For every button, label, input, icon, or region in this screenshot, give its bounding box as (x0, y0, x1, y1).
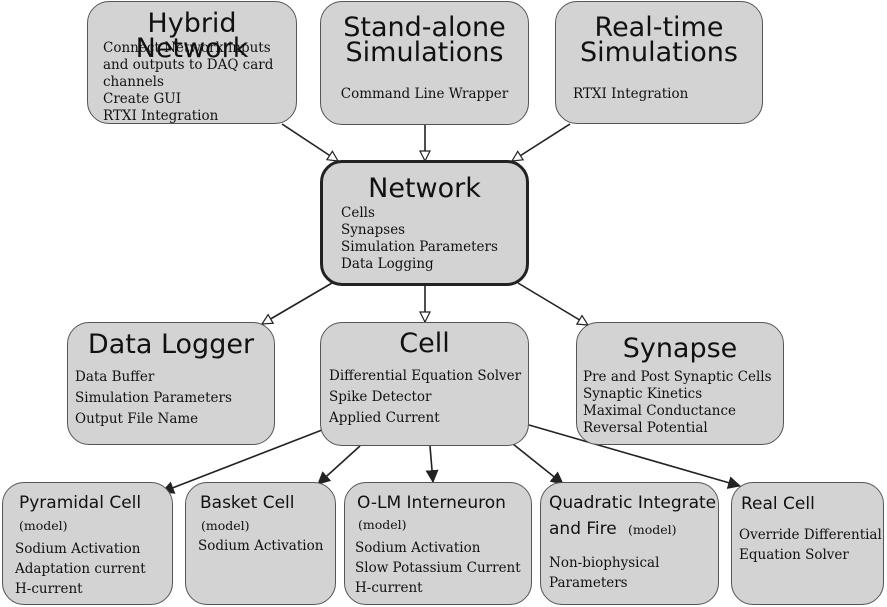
pyramidal-item: Sodium Activation (15, 541, 141, 557)
cell-box: Cell Differential Equation Solver Spike … (320, 322, 529, 446)
realtime-title-line1: Real-time (594, 12, 724, 43)
data-logger-item: Data Buffer (75, 369, 155, 385)
olm-item: Sodium Activation (355, 540, 481, 556)
olm-item: Slow Potassium Current (355, 560, 521, 576)
data-logger-title: Data Logger (87, 329, 255, 360)
arrow-hybrid-to-network (281, 123, 338, 161)
hybrid-network-title: Hybrid Network (135, 8, 249, 64)
network-item: Cells (341, 205, 375, 221)
arrow-cell-to-quadratic (512, 443, 564, 485)
cell-title: Cell (399, 328, 450, 359)
pyramidal-cell-box: Pyramidal Cell (model) Sodium Activation… (2, 482, 173, 605)
arrow-cell-to-pyramidal (160, 429, 323, 494)
synapse-item: Synaptic Kinetics (583, 386, 703, 402)
realtime-title-line2: Simulations (580, 37, 738, 68)
arrow-realtime-to-network (512, 123, 571, 161)
pyramidal-cell-subtitle: (model) (19, 518, 68, 533)
cell-item: Applied Current (329, 410, 440, 426)
real-cell-title: Real Cell (741, 494, 815, 514)
standalone-item: Command Line Wrapper (340, 86, 509, 102)
data-logger-items: Data Buffer Simulation Parameters Output… (75, 367, 232, 430)
hybrid-item: channels (103, 74, 164, 90)
hybrid-item: Connect Network inputs (103, 40, 271, 56)
data-logger-item: Simulation Parameters (75, 390, 232, 406)
olm-interneuron-items: Sodium Activation Slow Potassium Current… (355, 538, 521, 598)
quadratic-title-line2: and Fire (549, 519, 617, 539)
network-box: Network Cells Synapses Simulation Parame… (320, 160, 529, 286)
real-cell-item: Override Differential (739, 527, 882, 543)
olm-item: H-current (355, 580, 423, 596)
pyramidal-item: Adaptation current (15, 561, 146, 577)
network-item: Simulation Parameters (341, 239, 498, 255)
basket-cell-box: Basket Cell (model) Sodium Activation (185, 482, 336, 605)
pyramidal-cell-title: Pyramidal Cell (19, 493, 142, 513)
hybrid-item: and outputs to DAQ card (103, 57, 274, 73)
data-logger-item: Output File Name (75, 411, 199, 427)
standalone-simulations-box: Stand-alone Simulations Command Line Wra… (320, 1, 529, 125)
quadratic-title-line1: Quadratic Integrate (549, 493, 717, 513)
cell-item: Differential Equation Solver (329, 368, 522, 384)
arrow-cell-to-basket (317, 445, 361, 485)
real-cell-item: Equation Solver (739, 547, 849, 563)
hybrid-network-items: Connect Network inputs and outputs to DA… (103, 40, 273, 125)
cell-items: Differential Equation Solver Spike Detec… (329, 366, 521, 429)
synapse-title: Synapse (622, 333, 738, 364)
arrow-cell-to-real (528, 424, 742, 489)
arrow-network-to-synapse (517, 282, 588, 325)
hybrid-item: RTXI Integration (103, 108, 219, 124)
standalone-title-line2: Simulations (345, 37, 504, 68)
basket-cell-subtitle: (model) (201, 518, 250, 533)
hybrid-item: Create GUI (103, 91, 182, 107)
synapse-item: Pre and Post Synaptic Cells (583, 369, 772, 385)
basket-cell-title: Basket Cell (200, 493, 295, 513)
olm-interneuron-box: O-LM Interneuron (model) Sodium Activati… (344, 482, 532, 605)
network-title: Network (368, 173, 481, 204)
quadratic-integrate-fire-box: Quadratic Integrate and Fire (model) Non… (540, 482, 719, 605)
basket-item: Sodium Activation (198, 538, 324, 554)
standalone-title-line1: Stand-alone (343, 12, 506, 43)
synapse-item: Reversal Potential (583, 420, 708, 436)
hybrid-network-box: Hybrid Network Connect Network inputs an… (87, 1, 297, 124)
pyramidal-cell-items: Sodium Activation Adaptation current H-c… (15, 539, 146, 599)
synapse-items: Pre and Post Synaptic Cells Synaptic Kin… (583, 369, 772, 437)
synapse-box: Synapse Pre and Post Synaptic Cells Syna… (576, 322, 784, 445)
realtime-item: RTXI Integration (573, 86, 689, 102)
realtime-simulations-box: Real-time Simulations RTXI Integration (555, 1, 763, 124)
arrow-cell-to-olm (425, 445, 439, 484)
synapse-item: Maximal Conductance (583, 403, 737, 419)
quadratic-items: Non-biophysical Parameters (549, 553, 659, 593)
basket-cell-items: Sodium Activation (198, 538, 323, 555)
standalone-items: Command Line Wrapper (321, 86, 528, 103)
realtime-items: RTXI Integration (573, 86, 688, 103)
pyramidal-item: H-current (15, 581, 83, 597)
quadratic-item: Parameters (549, 575, 628, 591)
network-items: Cells Synapses Simulation Parameters Dat… (341, 205, 498, 273)
quadratic-item: Non-biophysical (549, 555, 660, 571)
olm-interneuron-title: O-LM Interneuron (357, 493, 506, 513)
real-cell-items: Override Differential Equation Solver (739, 525, 882, 565)
arrow-network-to-datalogger (262, 282, 333, 325)
real-cell-box: Real Cell Override Differential Equation… (731, 482, 884, 605)
data-logger-box: Data Logger Data Buffer Simulation Param… (67, 322, 275, 445)
network-item: Data Logging (341, 256, 434, 272)
olm-interneuron-subtitle: (model) (358, 517, 407, 532)
quadratic-subtitle: (model) (628, 522, 677, 537)
cell-item: Spike Detector (329, 389, 432, 405)
network-item: Synapses (341, 222, 406, 238)
